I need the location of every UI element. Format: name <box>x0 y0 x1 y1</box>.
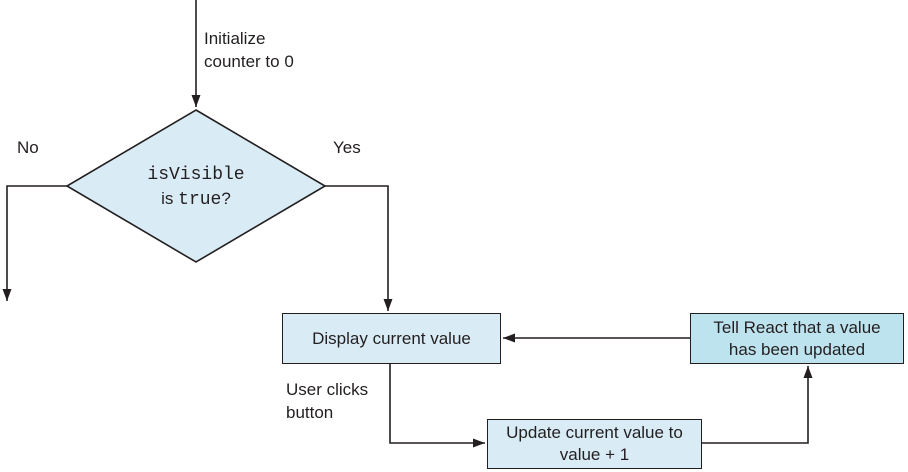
arrow-update-to-tellreact <box>702 366 813 444</box>
arrow-yes-branch <box>325 185 393 311</box>
initialize-counter-label: Initialize counter to 0 <box>204 29 294 71</box>
decision-code-line: isVisible <box>96 162 296 187</box>
question-suffix-text: ? <box>221 189 231 208</box>
update-current-value-box: Update current value to value + 1 <box>487 419 702 469</box>
tell-react-updated-box: Tell React that a value has been updated <box>690 313 904 364</box>
decision-diamond <box>65 109 327 263</box>
no-branch-label: No <box>17 138 39 157</box>
true-code-text: true <box>178 190 222 210</box>
yes-branch-label: Yes <box>333 138 361 157</box>
isvisible-code-text: isVisible <box>147 165 245 185</box>
arrow-display-to-update <box>389 364 485 448</box>
question-prefix-text: is <box>161 189 179 208</box>
decision-question-line: is true? <box>96 187 296 212</box>
decision-diamond-text: isVisible is true? <box>96 162 296 212</box>
display-current-value-box: Display current value <box>282 313 501 364</box>
arrow-no-branch <box>2 185 67 301</box>
user-clicks-button-label: User clicks button <box>286 380 369 422</box>
